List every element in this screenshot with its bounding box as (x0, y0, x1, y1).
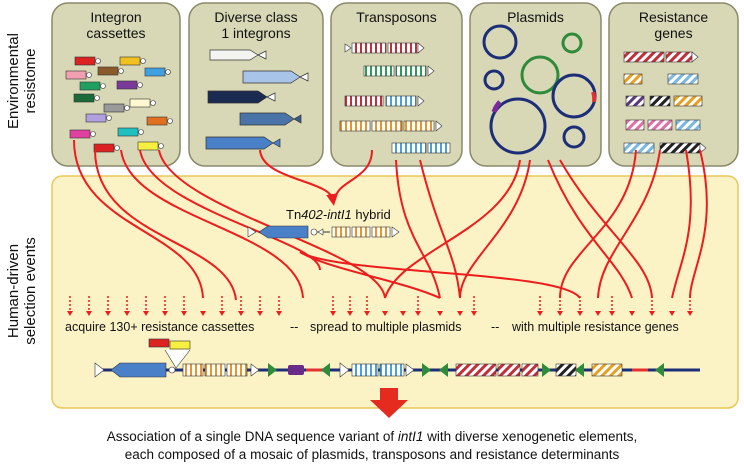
integron-icons (205, 49, 309, 150)
caption-line-1: Association of a single DNA sequence var… (106, 429, 638, 444)
cassette-icons (65, 56, 173, 153)
panel-plasmids (469, 2, 602, 167)
composite-element (94, 338, 700, 378)
resistance-gene-icons (623, 51, 707, 154)
event-separator-2: -- (491, 320, 500, 334)
panel-title-transposons: Transposons (356, 9, 437, 25)
event-acquire: acquire 130+ resistance cassettes (65, 320, 255, 334)
hybrid-construct (247, 225, 400, 239)
dashed-arrows (67, 296, 693, 316)
hybrid-label: Tn402-intI1 hybrid (286, 207, 391, 222)
panel-diverse-integrons (188, 2, 324, 167)
panel-transposons (330, 2, 463, 167)
down-arrow (370, 388, 408, 418)
event-spread: spread to multiple plasmids (310, 320, 462, 334)
plasmid-icons (482, 24, 597, 155)
transposon-icons (339, 42, 451, 154)
caption-line-2: each composed of a mosaic of plasmids, t… (124, 447, 620, 462)
event-multiple: with multiple resistance genes (512, 320, 679, 334)
panel-title-plasmids: Plasmids (507, 9, 564, 25)
event-separator-1: -- (290, 320, 299, 334)
caption: Association of a single DNA sequence var… (0, 428, 744, 464)
